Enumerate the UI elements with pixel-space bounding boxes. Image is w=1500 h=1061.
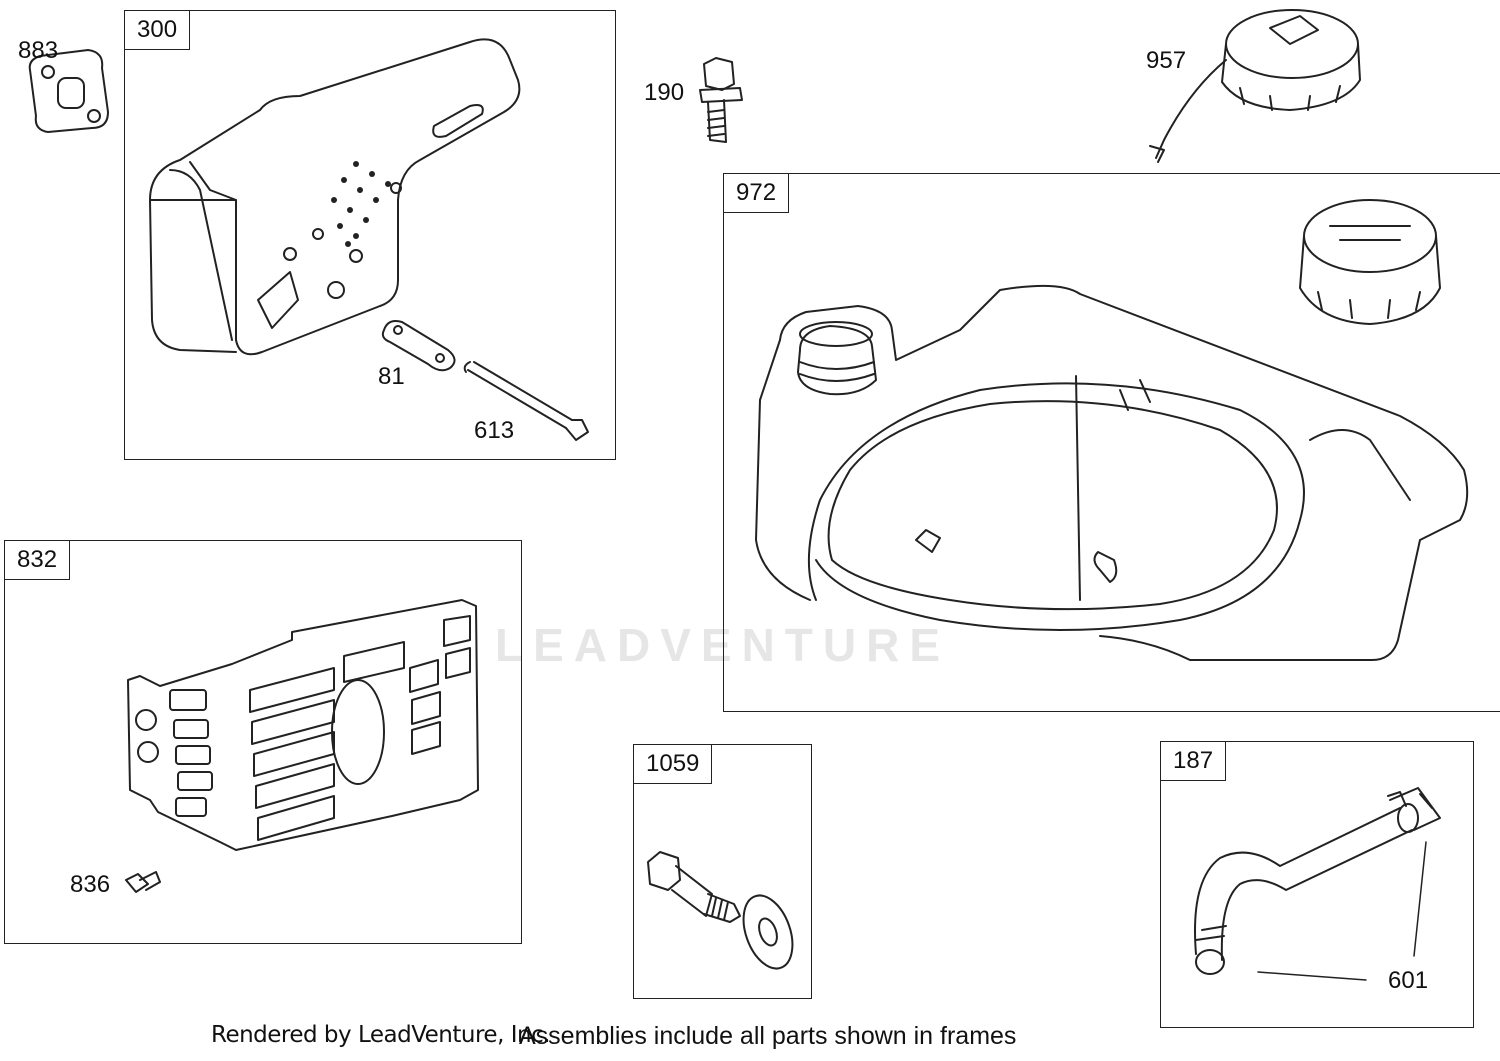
fuel-cap-icon <box>1149 9 1361 163</box>
gasket-icon <box>28 49 109 133</box>
callout-957: 957 <box>1146 47 1187 74</box>
frame-1059: 1059 <box>633 744 812 999</box>
frame-300: 300 <box>124 10 616 460</box>
callout-836: 836 <box>70 871 111 898</box>
callout-81: 81 <box>378 363 405 390</box>
frame-972: 972 <box>723 173 1500 712</box>
bolt-icon <box>647 851 741 923</box>
washer-icon <box>742 894 794 970</box>
bracket-icon <box>381 320 456 372</box>
footer-rendered-by: Rendered by LeadVenture, Inc. <box>211 1022 551 1048</box>
frame-label-972: 972 <box>724 174 790 213</box>
bolt-icon <box>125 871 161 893</box>
bolt-icon <box>463 361 589 441</box>
frame-label-300: 300 <box>125 11 191 50</box>
frame-label-187: 187 <box>1161 742 1227 781</box>
frame-832: 832 <box>4 540 522 944</box>
footer-assemblies-note: Assemblies include all parts shown in fr… <box>519 1022 1017 1050</box>
frame-label-1059: 1059 <box>634 745 713 784</box>
heat-shield-icon <box>127 599 479 851</box>
callout-601: 601 <box>1388 967 1429 994</box>
fuel-cap-icon <box>1299 199 1441 325</box>
frame-label-832: 832 <box>5 541 71 580</box>
watermark-text: LEADVENTURE <box>495 619 951 671</box>
muffler-icon <box>149 38 521 356</box>
bolt-icon <box>699 57 743 143</box>
fuel-hose-icon <box>1194 787 1441 975</box>
fuel-tank-icon <box>755 284 1469 661</box>
callout-190: 190 <box>644 79 685 106</box>
callout-883: 883 <box>18 37 59 64</box>
frame-187: 187 <box>1160 741 1474 1028</box>
callout-leader-lines <box>1257 841 1427 981</box>
callout-613: 613 <box>474 417 515 444</box>
